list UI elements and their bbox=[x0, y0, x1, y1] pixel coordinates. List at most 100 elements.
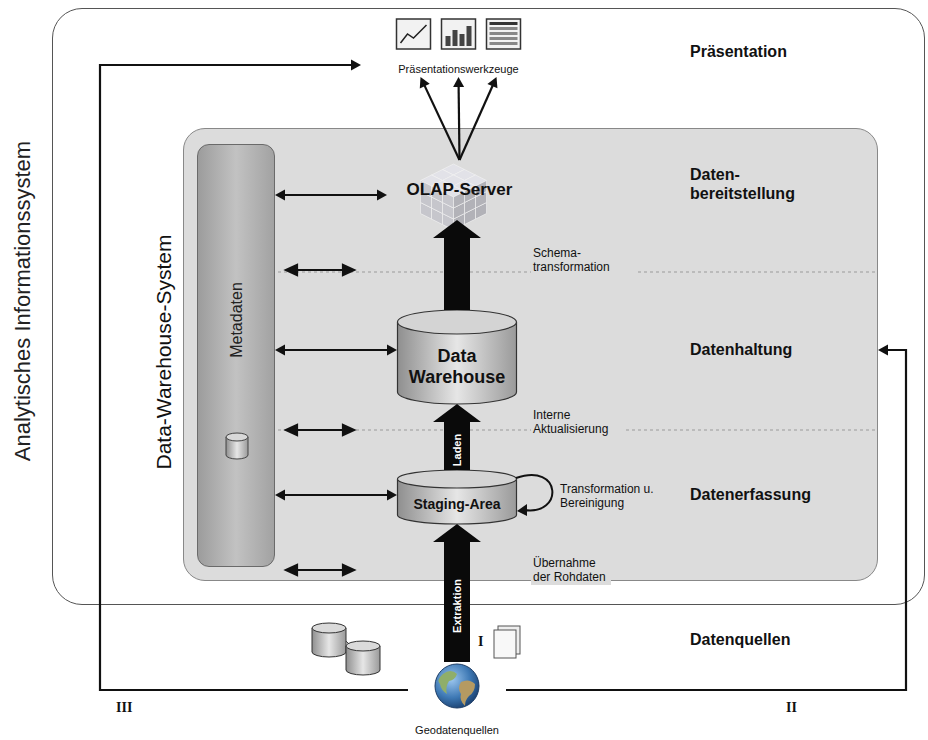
cylinder-top bbox=[398, 470, 517, 488]
system-panel: Metadaten bbox=[197, 144, 275, 567]
arrowhead bbox=[286, 565, 297, 575]
arrowhead bbox=[286, 425, 297, 435]
table-row bbox=[490, 22, 518, 25]
arrowhead bbox=[343, 265, 354, 275]
label-anchor: Interne Aktualisierung bbox=[531, 408, 626, 437]
connector bbox=[453, 77, 464, 160]
cylinder-top bbox=[398, 310, 517, 334]
node-label: Geodatenquellen bbox=[415, 724, 499, 737]
document-page bbox=[494, 630, 516, 658]
loop-arrow bbox=[516, 475, 552, 510]
globe bbox=[435, 664, 479, 708]
layer-name: Daten- bereitstellung bbox=[690, 165, 820, 203]
connector bbox=[275, 490, 397, 501]
arrowhead bbox=[275, 190, 285, 201]
label-anchor: I bbox=[478, 632, 498, 651]
label-anchor: III bbox=[116, 698, 132, 716]
label-anchor: II bbox=[786, 698, 797, 716]
database-icon bbox=[312, 623, 380, 675]
connector-line bbox=[284, 494, 388, 496]
flow-arrow bbox=[433, 524, 481, 662]
olap-server: OLAP-Server bbox=[387, 160, 532, 220]
bar bbox=[453, 30, 458, 46]
arrowhead bbox=[275, 490, 285, 501]
tool-icon-frame bbox=[442, 19, 476, 49]
connector-line bbox=[460, 85, 493, 160]
arrowhead bbox=[351, 60, 361, 71]
bar bbox=[467, 26, 472, 46]
table-row bbox=[490, 32, 518, 35]
process-note: Schema- transformation bbox=[531, 246, 636, 275]
label-anchor: Transformation u. Bereinigung bbox=[558, 482, 658, 511]
arrowhead bbox=[286, 265, 297, 275]
flow-arrow bbox=[433, 220, 481, 310]
metadata-db-icon bbox=[224, 431, 250, 461]
vertical-title: Analytisches Informationssystem bbox=[10, 141, 36, 461]
arrowhead bbox=[343, 425, 354, 435]
vertical-title: Data-Warehouse-System bbox=[152, 235, 176, 470]
db-cylinder-top bbox=[226, 433, 248, 441]
tool-icon-frame bbox=[487, 19, 521, 49]
process-note: Interne Aktualisierung bbox=[531, 408, 626, 437]
label-anchor: Daten- bereitstellung bbox=[690, 165, 820, 203]
connector-line bbox=[424, 85, 459, 160]
db-cylinder-top bbox=[346, 641, 380, 651]
text-anchor: Metadaten bbox=[237, 320, 313, 338]
arrow-label: Extraktion bbox=[451, 579, 463, 633]
tool-icon-frame bbox=[397, 19, 431, 49]
arrowhead bbox=[878, 345, 888, 356]
callout-number: III bbox=[116, 700, 132, 715]
layer-name: Präsentation bbox=[690, 42, 787, 61]
arrowhead bbox=[517, 504, 527, 516]
label-anchor: Extraktion bbox=[457, 602, 511, 620]
bar bbox=[446, 36, 451, 46]
label-anchor: Datenquellen bbox=[690, 630, 850, 649]
connector bbox=[460, 77, 498, 160]
transformation-loop bbox=[516, 475, 552, 516]
connector-line bbox=[284, 194, 378, 196]
callout-number: I bbox=[478, 634, 483, 651]
connector-line bbox=[506, 350, 906, 690]
vertical-title: Metadaten bbox=[228, 282, 246, 358]
connector bbox=[420, 77, 460, 160]
double-arrow bbox=[295, 269, 345, 271]
label-anchor: Schema- transformation bbox=[531, 246, 636, 275]
database-cylinder: Data Warehouse bbox=[397, 310, 517, 404]
line-chart-stroke bbox=[401, 25, 427, 43]
metadata-arrows bbox=[286, 265, 354, 575]
flow-arrow-shape bbox=[433, 220, 481, 310]
layer-name: Datenhaltung bbox=[690, 340, 792, 359]
label-anchor: Laden bbox=[457, 446, 489, 464]
layer-name: Datenquellen bbox=[690, 630, 790, 649]
arrow-label: Laden bbox=[451, 434, 463, 466]
label-anchor: Präsentation bbox=[690, 42, 850, 61]
node-label: OLAP-Server bbox=[407, 180, 513, 200]
label-anchor: Datenerfassung bbox=[690, 485, 850, 504]
cylinder-label: Data Warehouse bbox=[405, 346, 509, 387]
process-note: Transformation u. Bereinigung bbox=[558, 482, 658, 511]
connector-line bbox=[458, 86, 461, 160]
arrowhead bbox=[343, 565, 354, 575]
double-arrow bbox=[295, 569, 345, 571]
arrowhead bbox=[387, 490, 397, 501]
label-anchor: Datenhaltung bbox=[690, 340, 850, 359]
connector-line bbox=[284, 349, 388, 351]
connector bbox=[275, 345, 397, 356]
connector-line bbox=[100, 65, 408, 690]
arrowhead bbox=[377, 190, 387, 201]
arrowhead bbox=[420, 77, 430, 88]
database-cylinder: Staging-Area bbox=[397, 470, 517, 524]
globe-land bbox=[459, 680, 475, 706]
presentation-tools: Präsentationswerkzeuge bbox=[361, 15, 556, 77]
document-icon bbox=[494, 626, 520, 658]
table-row bbox=[490, 27, 518, 30]
connector bbox=[506, 345, 906, 691]
db-cylinder-top bbox=[312, 623, 346, 633]
arrowhead bbox=[453, 77, 464, 87]
table-row bbox=[490, 42, 518, 45]
double-arrow bbox=[295, 429, 345, 431]
globe-land bbox=[439, 671, 457, 694]
bar bbox=[460, 34, 465, 46]
arrowhead bbox=[387, 345, 397, 356]
flow-arrow-shape bbox=[433, 404, 481, 470]
